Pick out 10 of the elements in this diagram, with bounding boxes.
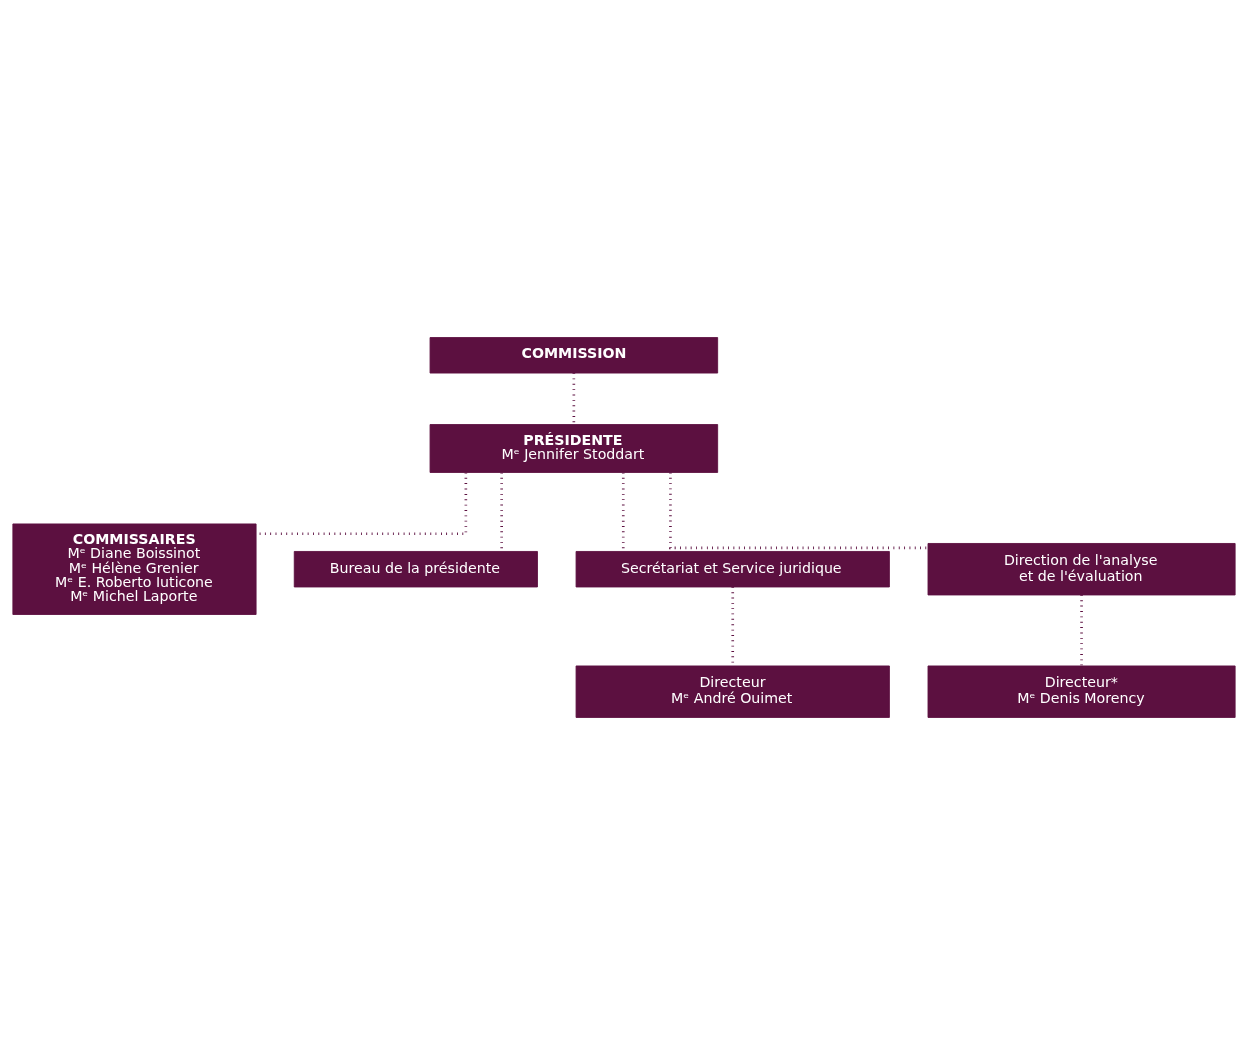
node-box: PRÉSIDENTE Mᵉ Jennifer Stoddart xyxy=(429,423,719,473)
node-box: COMMISSAIRES Mᵉ Diane Boissinot Mᵉ Hélène Grenier Mᵉ E. Roberto Iuticone Mᵉ Michel Laporte xyxy=(12,523,257,615)
node-box: Direction de l'analyse et de l'évaluation xyxy=(927,542,1236,595)
connector xyxy=(731,586,735,666)
node-box: Secrétariat et Service juridique xyxy=(575,550,890,587)
node-box: Bureau de la présidente xyxy=(293,550,538,587)
node-box: Directeur Mᵉ André Ouimet xyxy=(575,665,890,718)
connector xyxy=(572,372,576,424)
node-box: COMMISSION xyxy=(429,336,719,373)
node-box: Directeur* Mᵉ Denis Morency xyxy=(927,665,1236,718)
